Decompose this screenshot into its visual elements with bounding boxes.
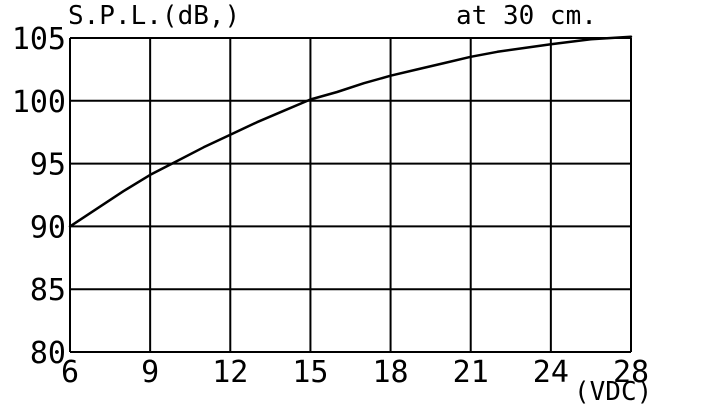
y-tick-label: 90 [30,210,66,245]
x-tick-label: 21 [453,355,489,390]
tick-labels: 80 85 90 95 100 105 6 9 12 15 18 21 24 28 [12,22,649,390]
spl-curve [68,35,633,228]
x-tick-label: 9 [141,355,159,390]
y-tick-label: 100 [12,85,66,120]
x-tick-label: 6 [61,355,79,390]
x-tick-label: 12 [212,355,248,390]
y-tick-label: 85 [30,273,66,308]
y-axis-label: S.P.L.(dB,) [68,1,240,31]
x-tick-label: 24 [533,355,569,390]
x-tick-label: 18 [373,355,409,390]
x-tick-label: 15 [292,355,328,390]
curve-layer [68,35,633,228]
x-axis-label: (VDC) [574,377,652,407]
x-tick-label: 28 [613,355,649,390]
y-tick-label: 105 [12,22,66,57]
grid [69,37,632,353]
annotation-distance: at 30 cm. [456,1,597,31]
y-tick-label: 95 [30,148,66,183]
y-tick-label: 80 [30,336,66,371]
